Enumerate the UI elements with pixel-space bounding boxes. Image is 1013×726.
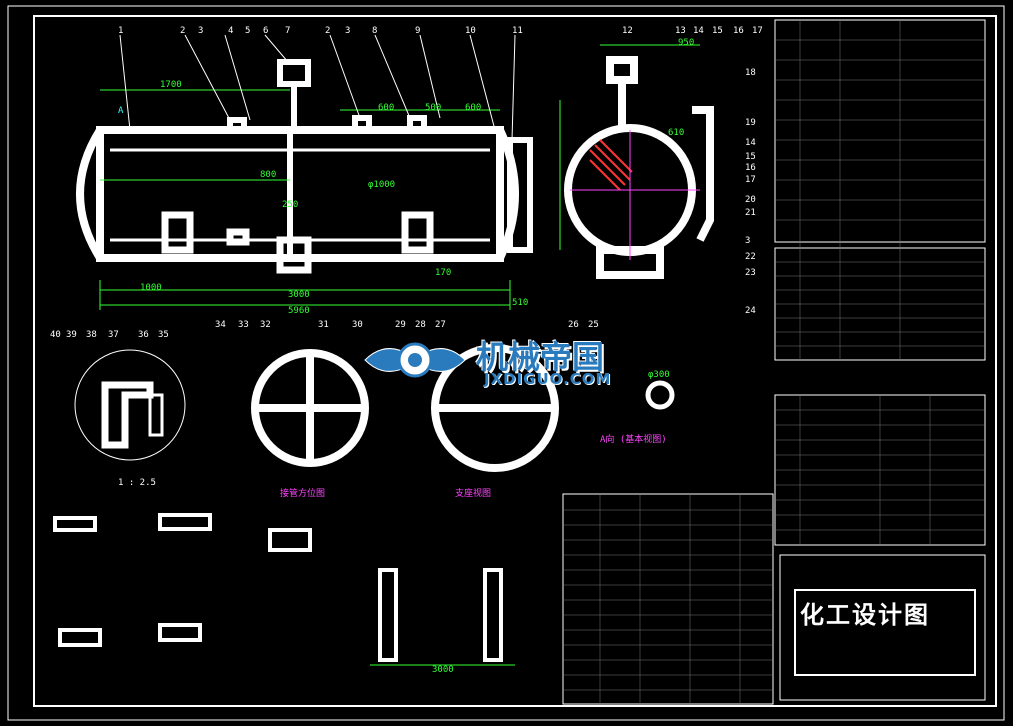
scale-label: 1 : 2.5 bbox=[118, 478, 156, 488]
end-flange bbox=[507, 137, 533, 253]
part-number-label: 3 bbox=[345, 26, 351, 36]
part-number-label: 7 bbox=[285, 26, 291, 36]
dimension-label: φ300 bbox=[648, 370, 670, 380]
part-number-label: 4 bbox=[228, 26, 234, 36]
view-marker: A bbox=[118, 106, 124, 116]
dimension-label: 600 bbox=[465, 103, 482, 113]
part-number-label: 16 bbox=[745, 163, 756, 173]
dimension-label: 500 bbox=[425, 103, 442, 113]
brand-name-en: JXDIGUO.COM bbox=[484, 370, 612, 388]
top-nozzles bbox=[227, 59, 427, 133]
dimension-label: 800 bbox=[260, 170, 277, 180]
part-number-label: 17 bbox=[752, 26, 763, 36]
part-number-label: 25 bbox=[588, 320, 599, 330]
part-number-label: 15 bbox=[745, 152, 756, 162]
part-number-label: 29 bbox=[395, 320, 406, 330]
part-number-label: 37 bbox=[108, 330, 119, 340]
view-title: A向 (基本视图) bbox=[600, 435, 667, 445]
part-number-label: 9 bbox=[415, 26, 421, 36]
dimension-label: 3000 bbox=[432, 665, 454, 675]
part-number-label: 35 bbox=[158, 330, 169, 340]
dimension-label: φ1000 bbox=[368, 180, 396, 190]
dimension-label: 600 bbox=[378, 103, 395, 113]
site-watermark: 机械帝国 JXDIGUO.COM bbox=[360, 330, 680, 390]
part-number-label: 28 bbox=[415, 320, 426, 330]
title-block-box bbox=[794, 589, 976, 676]
part-number-label: 1 bbox=[118, 26, 124, 36]
title-block-title: 化工设计图 bbox=[800, 601, 930, 629]
part-number-label: 26 bbox=[568, 320, 579, 330]
nozzle-detail bbox=[645, 380, 675, 410]
side-view-center bbox=[570, 130, 700, 260]
part-number-label: 31 bbox=[318, 320, 329, 330]
inner-frame bbox=[33, 15, 997, 707]
part-number-label: 36 bbox=[138, 330, 149, 340]
dimension-lines bbox=[99, 44, 700, 310]
side-view bbox=[564, 56, 714, 279]
part-number-label: 16 bbox=[733, 26, 744, 36]
dimension-label: 170 bbox=[435, 268, 452, 278]
outer-frame bbox=[7, 5, 1005, 721]
small-details bbox=[53, 513, 503, 662]
table-grid bbox=[563, 20, 985, 704]
part-number-label: 20 bbox=[745, 195, 756, 205]
part-number-label: 33 bbox=[238, 320, 249, 330]
part-number-label: 40 bbox=[50, 330, 61, 340]
part-number-label: 14 bbox=[745, 138, 756, 148]
dimension-label: 950 bbox=[678, 38, 695, 48]
dimension-label: 5960 bbox=[288, 306, 310, 316]
part-number-label: 27 bbox=[435, 320, 446, 330]
part-number-label: 3 bbox=[745, 236, 751, 246]
dimension-label: 1700 bbox=[160, 80, 182, 90]
part-number-label: 19 bbox=[745, 118, 756, 128]
part-number-label: 14 bbox=[693, 26, 704, 36]
part-number-label: 5 bbox=[245, 26, 251, 36]
detail-view bbox=[74, 349, 186, 461]
section-view-1 bbox=[251, 349, 369, 467]
part-number-label: 34 bbox=[215, 320, 226, 330]
part-number-label: 8 bbox=[372, 26, 378, 36]
view-title: 接管方位图 bbox=[280, 489, 326, 499]
part-number-label: 2 bbox=[180, 26, 186, 36]
part-number-label: 6 bbox=[263, 26, 269, 36]
part-number-label: 11 bbox=[512, 26, 523, 36]
part-number-label: 17 bbox=[745, 175, 756, 185]
part-number-label: 23 bbox=[745, 268, 756, 278]
part-number-label: 10 bbox=[465, 26, 476, 36]
gear-logo-icon bbox=[364, 342, 466, 378]
view-title: 支座视图 bbox=[455, 489, 492, 499]
brand-name-cn: 机械帝国 bbox=[476, 338, 605, 376]
dimension-label: 250 bbox=[282, 200, 299, 210]
supports bbox=[161, 211, 434, 274]
dimension-label: 510 bbox=[512, 298, 529, 308]
part-number-label: 12 bbox=[622, 26, 633, 36]
part-number-label: 39 bbox=[66, 330, 77, 340]
section-view-2 bbox=[431, 344, 559, 472]
part-number-label: 22 bbox=[745, 252, 756, 262]
part-number-label: 15 bbox=[712, 26, 723, 36]
leader-lines bbox=[119, 34, 516, 141]
side-view-hatch bbox=[589, 139, 633, 191]
dimension-label: 1000 bbox=[140, 283, 162, 293]
part-number-label: 3 bbox=[198, 26, 204, 36]
part-number-label: 21 bbox=[745, 208, 756, 218]
part-number-label: 18 bbox=[745, 68, 756, 78]
dimension-label: 610 bbox=[668, 128, 685, 138]
dimension-label: 3000 bbox=[288, 290, 310, 300]
part-number-label: 32 bbox=[260, 320, 271, 330]
part-number-label: 30 bbox=[352, 320, 363, 330]
part-number-label: 13 bbox=[675, 26, 686, 36]
part-number-label: 2 bbox=[325, 26, 331, 36]
part-number-label: 24 bbox=[745, 306, 756, 316]
part-number-label: 38 bbox=[86, 330, 97, 340]
